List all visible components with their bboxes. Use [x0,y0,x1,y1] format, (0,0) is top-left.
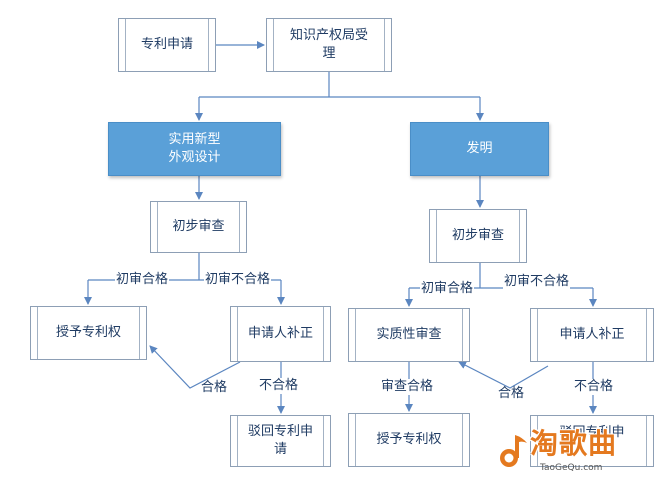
node-correction-left: 申请人补正 [230,306,331,362]
node-prelim-left-label: 初步审查 [172,219,225,234]
node-grant-right-label: 授予专利权 [376,432,442,447]
node-reject-left-label: 驳回专利申 请 [247,424,313,457]
node-grant-left: 授予专利权 [30,306,147,360]
watermark: 淘歌曲 TaoGeQu.com [494,425,660,479]
node-ipo-acceptance: 知识产权局受 理 [266,18,392,72]
node-grant-right: 授予专利权 [348,413,470,467]
connector-acceptance-split [199,72,480,98]
node-invention-label: 发明 [466,141,493,156]
node-utility-design-label: 实用新型 外观设计 [168,132,221,165]
edge-label-qualified-left: 合格 [201,380,228,395]
music-note-logo-icon [500,435,527,467]
edge-label-qualified-right: 合格 [498,386,525,401]
node-reject-right-label: 驳回专利申 [559,425,625,440]
node-correction-right-label: 申请人补正 [559,327,625,342]
edge-label-fail-left: 初审不合格 [204,272,272,288]
node-ipo-acceptance-label: 知识产权局受 理 [289,28,368,61]
edge-label-fail-right: 初审不合格 [503,274,571,290]
edge-label-pass-left: 初审合格 [115,272,170,288]
node-patent-application: 专利申请 [118,18,216,72]
watermark-brand: 淘歌曲 [530,427,618,460]
arrow-correction-to-grant-left [149,345,241,389]
edge-label-unqualified-left: 不合格 [258,378,300,394]
node-prelim-right: 初步审查 [429,209,527,263]
node-reject-right: 驳回专利申 [530,415,654,467]
node-prelim-left: 初步审查 [150,201,247,253]
edge-label-review-pass: 审查合格 [380,379,435,395]
node-reject-left: 驳回专利申 请 [230,415,331,467]
node-invention: 发明 [410,122,549,176]
edge-label-unqualified-right: 不合格 [573,379,615,395]
edge-label-pass-right: 初审合格 [420,281,475,297]
node-substantive: 实质性审查 [348,308,470,362]
node-patent-application-label: 专利申请 [140,37,193,52]
node-grant-left-label: 授予专利权 [55,325,121,340]
node-correction-left-label: 申请人补正 [247,326,313,341]
node-prelim-right-label: 初步审查 [451,228,504,243]
arrow-correction-to-substantive [458,361,549,389]
node-correction-right: 申请人补正 [530,308,654,362]
node-utility-design: 实用新型 外观设计 [108,122,281,176]
watermark-site: TaoGeQu.com [540,463,603,473]
node-substantive-label: 实质性审查 [376,327,442,342]
